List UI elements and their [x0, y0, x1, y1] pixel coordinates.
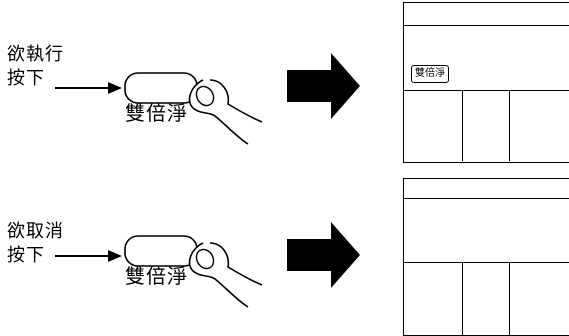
top-button-label: 雙倍淨 — [125, 101, 188, 125]
bottom-panel-divider-lower — [404, 262, 569, 263]
bottom-panel-divider-upper — [404, 198, 569, 199]
top-panel-column-1 — [462, 91, 463, 161]
top-panel-divider-upper — [404, 25, 569, 26]
bottom-panel-column-2 — [509, 263, 510, 335]
bottom-instruction-line1: 欲取消 — [7, 221, 64, 242]
top-big-arrow — [287, 53, 360, 119]
top-panel-column-2 — [509, 91, 510, 161]
bottom-button-label: 雙倍淨 — [125, 264, 188, 288]
top-display-panel: 雙倍淨 — [403, 2, 569, 163]
bottom-instruction-line2: 按下 — [7, 245, 45, 266]
bottom-big-arrow — [287, 222, 360, 288]
double-wash-indicator: 雙倍淨 — [411, 65, 449, 83]
top-instruction-line1: 欲執行 — [7, 44, 64, 65]
top-instruction-line2: 按下 — [7, 68, 45, 89]
bottom-display-panel — [403, 178, 569, 336]
top-panel-divider-lower — [404, 90, 569, 91]
bottom-panel-column-1 — [462, 263, 463, 335]
